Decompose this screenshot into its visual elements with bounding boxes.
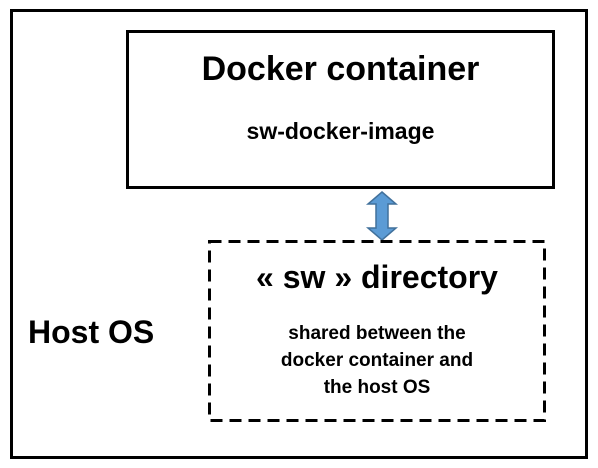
- bidirectional-arrow-icon: [365, 191, 399, 241]
- docker-container-title: Docker container: [201, 50, 480, 88]
- shared-directory-title: « sw » directory: [256, 259, 498, 295]
- dashed-border: [208, 240, 546, 422]
- docker-image-name: sw-docker-image: [246, 118, 435, 144]
- host-os-box: [10, 9, 588, 459]
- description-line: the host OS: [323, 377, 431, 398]
- arrow-shape: [365, 191, 399, 241]
- description-line: shared between the: [288, 323, 466, 344]
- description-line: docker container and: [280, 350, 474, 371]
- shared-directory-box: « sw » directory shared between the dock…: [208, 240, 546, 422]
- shared-directory-description: shared between the docker container and …: [228, 320, 526, 401]
- docker-container-box: Docker container sw-docker-image: [126, 30, 555, 189]
- host-os-label: Host OS: [28, 314, 155, 350]
